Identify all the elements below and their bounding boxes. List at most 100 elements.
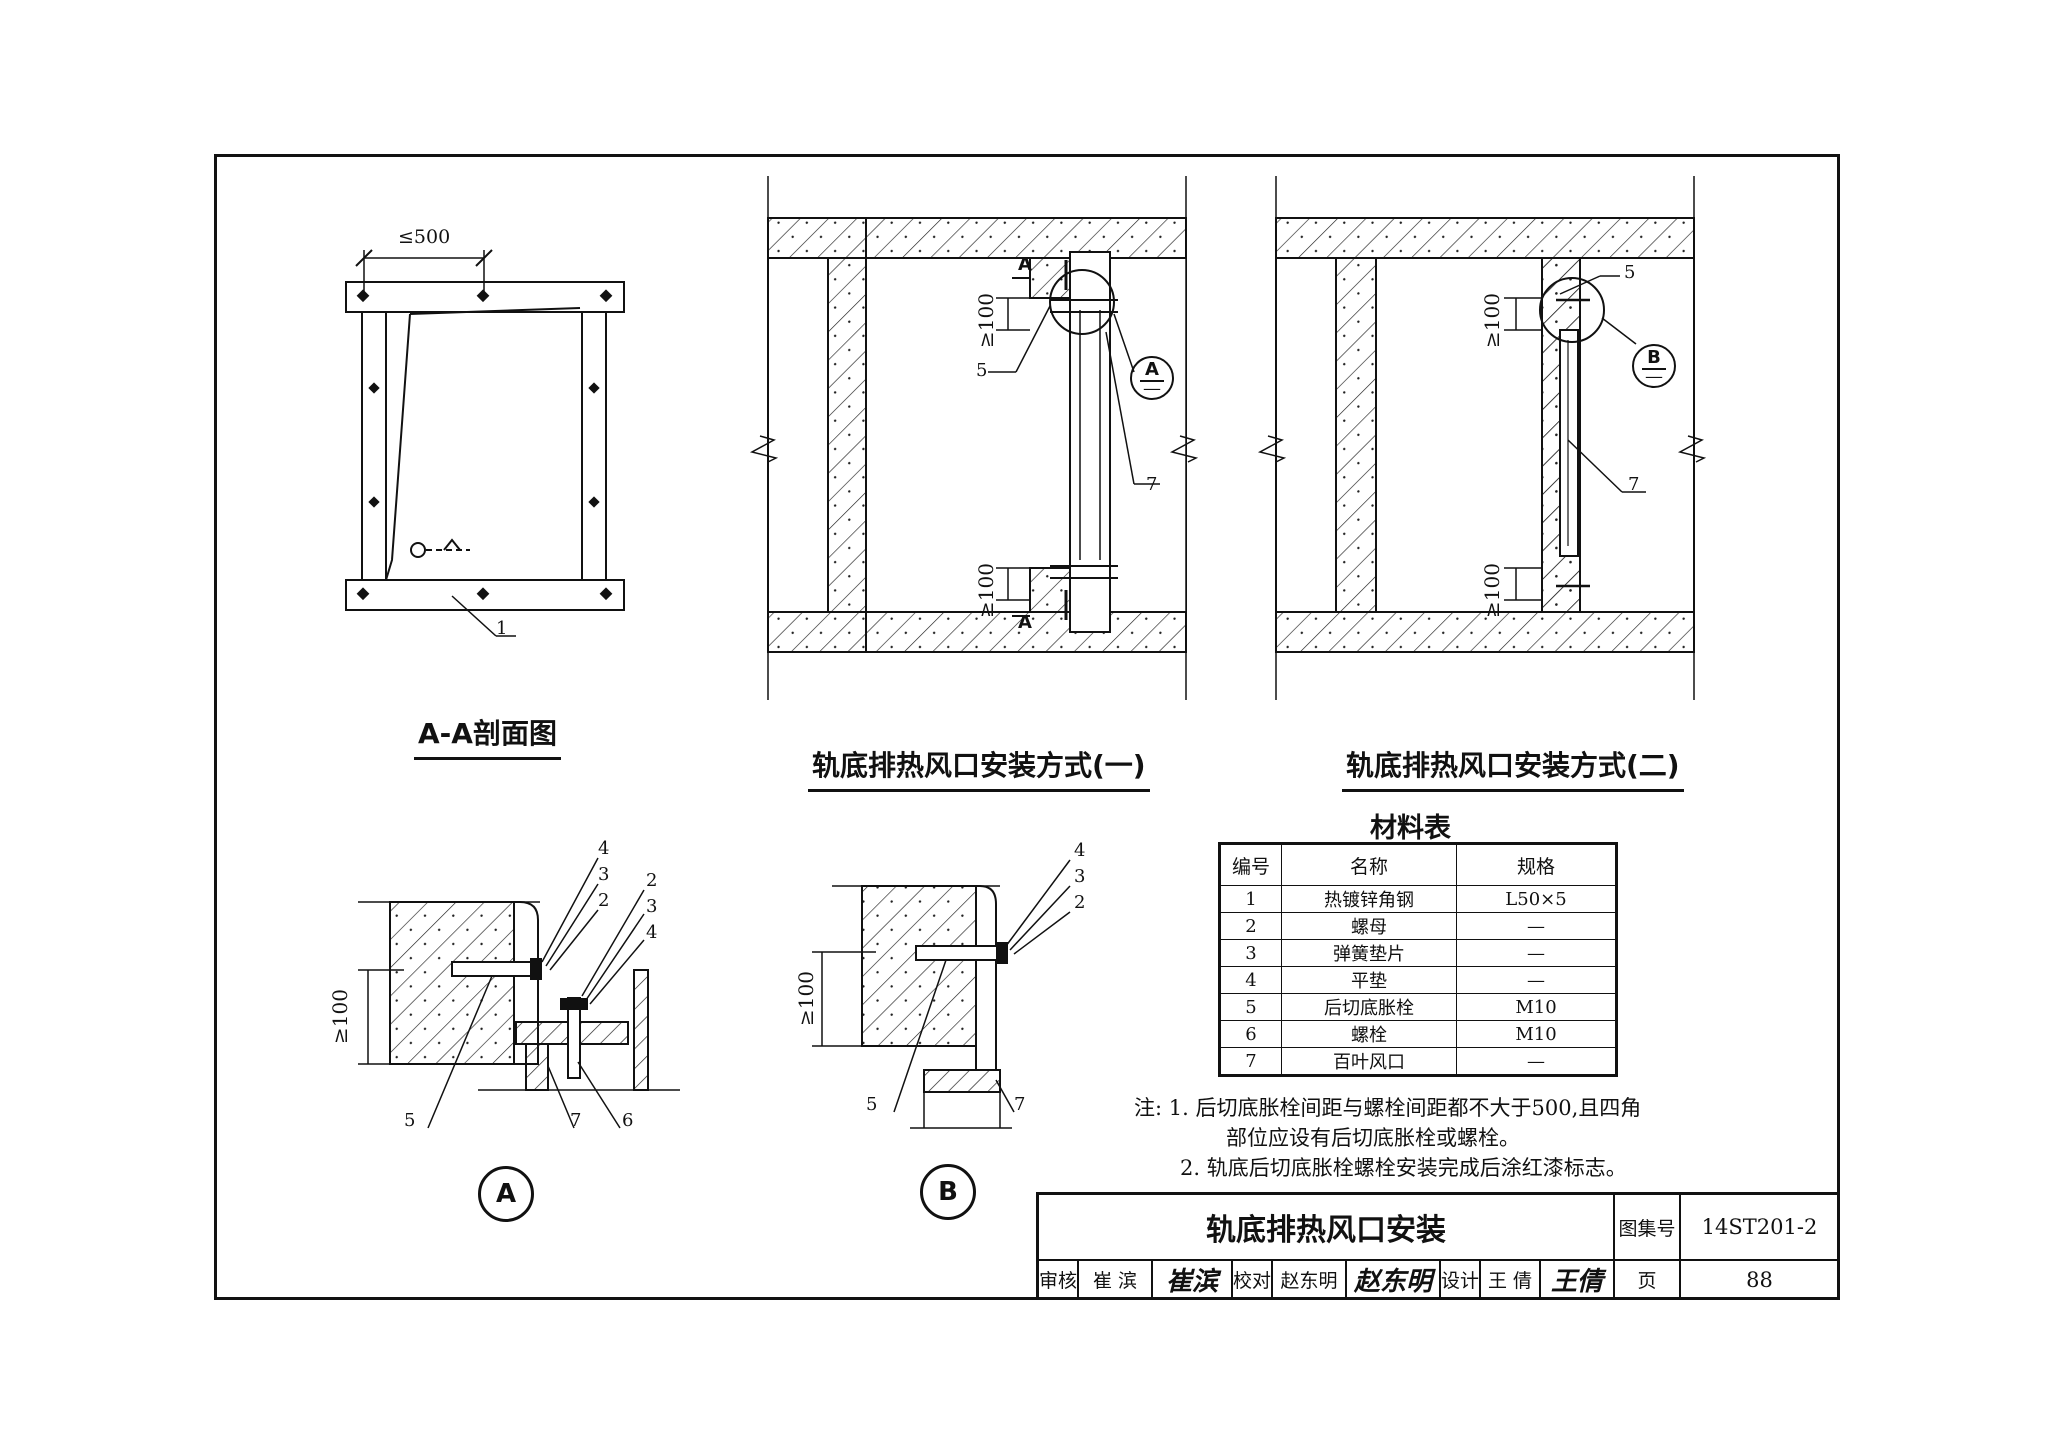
louver-edge bbox=[385, 313, 411, 581]
cell-no: 5 bbox=[1219, 993, 1282, 1021]
right-angle-steel bbox=[581, 311, 607, 581]
callout-a-2: 2 bbox=[598, 890, 610, 911]
header-name: 名称 bbox=[1281, 843, 1457, 886]
checker-name: 赵东明 bbox=[1273, 1261, 1347, 1300]
section-mark-top: A bbox=[1018, 254, 1032, 275]
callout-a-5: 5 bbox=[404, 1110, 416, 1131]
notes-prefix: 注: bbox=[1134, 1096, 1163, 1120]
header-no: 编号 bbox=[1219, 843, 1282, 886]
dim-top-method-two: ≥100 bbox=[1480, 293, 1504, 348]
checker-signature: 赵东明 bbox=[1347, 1261, 1441, 1300]
cell-no: 1 bbox=[1219, 885, 1282, 913]
check-label: 校对 bbox=[1233, 1261, 1273, 1300]
callout-7-method-two: 7 bbox=[1628, 474, 1640, 495]
sheet-frame bbox=[214, 154, 1840, 1300]
page-number: 88 bbox=[1681, 1261, 1840, 1300]
dim-detail-b: ≥100 bbox=[794, 971, 818, 1026]
callout-a-6: 6 bbox=[622, 1110, 634, 1131]
designer-name: 王 倩 bbox=[1481, 1261, 1541, 1300]
detail-b-view bbox=[812, 859, 1071, 1129]
section-mark-bottom: A bbox=[1018, 612, 1032, 633]
cell-spec: — bbox=[1456, 912, 1617, 940]
bottom-angle-steel bbox=[345, 579, 625, 611]
review-label: 审核 bbox=[1039, 1261, 1079, 1300]
caption-method-one: 轨底排热风口安装方式(一) bbox=[808, 744, 1150, 792]
cell-name: 平垫 bbox=[1281, 966, 1457, 994]
detail-ref-b: B— bbox=[1632, 344, 1676, 388]
material-table-title: 材料表 bbox=[1370, 813, 1451, 844]
detail-a-view bbox=[358, 857, 680, 1129]
dim-top-method-one: ≥100 bbox=[974, 293, 998, 348]
caption-method-two: 轨底排热风口安装方式(二) bbox=[1342, 744, 1684, 792]
reviewer-name: 崔 滨 bbox=[1079, 1261, 1153, 1300]
note-text: 轨底后切底胀栓螺栓安装完成后涂红漆标志。 bbox=[1206, 1156, 1627, 1180]
cell-no: 2 bbox=[1219, 912, 1282, 940]
dim-bottom-method-one: ≥100 bbox=[974, 563, 998, 618]
detail-ref-a: A— bbox=[1130, 356, 1174, 400]
notes-block: 注: 1. 后切底胀栓间距与螺栓间距都不大于500,且四角 部位应设有后切底胀栓… bbox=[1134, 1093, 1641, 1183]
callout-b-2: 2 bbox=[1074, 892, 1086, 913]
method-two-view bbox=[1257, 176, 1707, 700]
cell-spec: L50×5 bbox=[1456, 885, 1617, 913]
page-label: 页 bbox=[1615, 1261, 1681, 1300]
drawing-title: 轨底排热风口安装 bbox=[1039, 1195, 1615, 1261]
cell-no: 4 bbox=[1219, 966, 1282, 994]
callout-a-2b: 2 bbox=[646, 870, 658, 891]
method-one-view bbox=[749, 176, 1199, 700]
reviewer-signature: 崔滨 bbox=[1153, 1261, 1233, 1300]
section-aa-view bbox=[345, 249, 625, 637]
callout-b-4: 4 bbox=[1074, 840, 1086, 861]
note-number: 2. bbox=[1180, 1156, 1201, 1180]
caption-section-aa: A-A剖面图 bbox=[414, 712, 561, 760]
bolt-marks bbox=[356, 289, 613, 601]
detail-a-bubble: A bbox=[478, 1166, 534, 1222]
table-header-row: 编号 名称 规格 bbox=[1219, 843, 1617, 886]
note-line: 2. 轨底后切底胀栓螺栓安装完成后涂红漆标志。 bbox=[1134, 1153, 1641, 1183]
note-line: 注: 1. 后切底胀栓间距与螺栓间距都不大于500,且四角 bbox=[1134, 1093, 1641, 1123]
cell-spec: M10 bbox=[1456, 993, 1617, 1021]
dim-spacing-label: ≤500 bbox=[398, 226, 451, 248]
design-label: 设计 bbox=[1441, 1261, 1481, 1300]
callout-b-3: 3 bbox=[1074, 866, 1086, 887]
cell-name: 百叶风口 bbox=[1281, 1047, 1457, 1076]
cell-spec: — bbox=[1456, 966, 1617, 994]
atlas-number: 14ST201-2 bbox=[1681, 1195, 1840, 1261]
cell-name: 弹簧垫片 bbox=[1281, 939, 1457, 967]
callout-a-7: 7 bbox=[570, 1110, 582, 1131]
callout-b-7: 7 bbox=[1014, 1094, 1026, 1115]
callout-a-3b: 3 bbox=[646, 896, 658, 917]
callout-5-method-one: 5 bbox=[976, 360, 988, 381]
callout-a-3: 3 bbox=[598, 864, 610, 885]
cell-name: 后切底胀栓 bbox=[1281, 993, 1457, 1021]
cell-name: 热镀锌角钢 bbox=[1281, 885, 1457, 913]
callout-b-5: 5 bbox=[866, 1094, 878, 1115]
detail-b-bubble: B bbox=[920, 1164, 976, 1220]
cell-name: 螺栓 bbox=[1281, 1020, 1457, 1048]
dim-detail-a: ≥100 bbox=[328, 989, 352, 1044]
title-block: 轨底排热风口安装 图集号 14ST201-2 审核 崔 滨 崔滨 校对 赵东明 … bbox=[1036, 1192, 1840, 1300]
callout-a-4b: 4 bbox=[646, 922, 658, 943]
dim-bottom-method-two: ≥100 bbox=[1480, 563, 1504, 618]
note-number: 1. bbox=[1168, 1096, 1189, 1120]
callout-a-4: 4 bbox=[598, 838, 610, 859]
callout-5-method-two: 5 bbox=[1624, 262, 1636, 283]
cell-name: 螺母 bbox=[1281, 912, 1457, 940]
cell-no: 3 bbox=[1219, 939, 1282, 967]
cell-spec: — bbox=[1456, 1047, 1617, 1076]
designer-signature: 王倩 bbox=[1541, 1261, 1615, 1300]
left-angle-steel bbox=[361, 311, 387, 581]
cell-spec: — bbox=[1456, 939, 1617, 967]
note-text: 部位应设有后切底胀栓或螺栓。 bbox=[1226, 1126, 1520, 1150]
note-text: 后切底胀栓间距与螺栓间距都不大于500,且四角 bbox=[1195, 1096, 1642, 1120]
callout-7-method-one: 7 bbox=[1146, 474, 1158, 495]
cell-spec: M10 bbox=[1456, 1020, 1617, 1048]
